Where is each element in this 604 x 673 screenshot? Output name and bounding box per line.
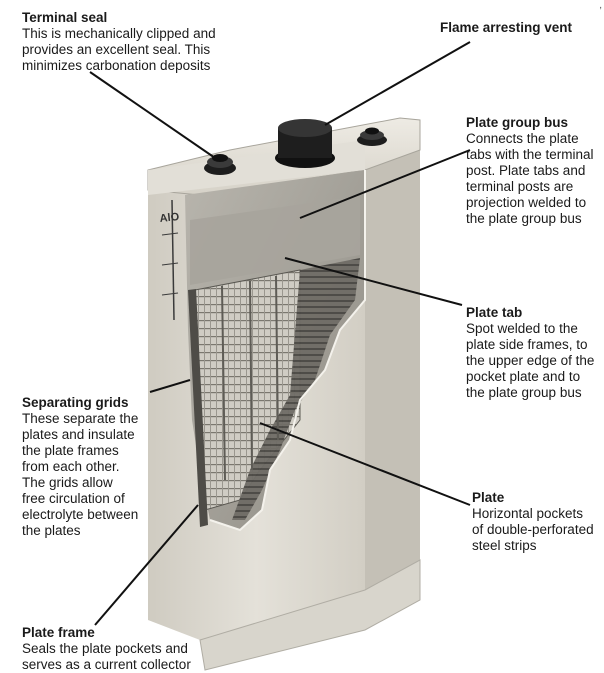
flame-vent-title: Flame arresting vent — [440, 20, 573, 35]
callout-plate-group-bus: Plate group bus Connects the plate tabs … — [466, 115, 604, 227]
plate-frame-desc: Seals the plate pockets and serves as a … — [22, 641, 191, 672]
callout-plate: Plate Horizontal pockets of double-perfo… — [472, 490, 602, 554]
case-side-face — [365, 120, 420, 590]
case-bottom — [199, 559, 421, 671]
leader-plate-tab — [284, 257, 463, 306]
leader-separating-grids — [149, 379, 191, 393]
terminal-seal-title: Terminal seal — [22, 10, 108, 25]
plate-desc: Horizontal pockets of double-perforated … — [472, 506, 594, 553]
leader-flame-vent — [324, 41, 471, 126]
callout-plate-tab: Plate tab Spot welded to the plate side … — [466, 305, 604, 401]
leader-plate-group-bus — [299, 149, 471, 219]
callout-flame-vent: Flame arresting vent — [440, 20, 600, 36]
plate-group-bus-desc: Connects the plate tabs with the termina… — [466, 131, 594, 226]
terminal-post-left — [204, 154, 236, 175]
terminal-seal-desc: This is mechanically clipped and provide… — [22, 26, 216, 73]
leader-plate — [259, 422, 471, 506]
grid-rib — [249, 280, 253, 471]
plate-tab-desc: Spot welded to the plate side frames, to… — [466, 321, 595, 400]
plate-group-bus-region — [190, 196, 360, 285]
leader-lines — [89, 41, 471, 626]
level-scale: AlO — [159, 199, 180, 321]
grid-rib — [221, 285, 226, 481]
leader-terminal-seal — [89, 71, 219, 161]
plate-group-bus-title: Plate group bus — [466, 115, 569, 130]
callout-plate-frame: Plate frame Seals the plate pockets and … — [22, 625, 242, 673]
separating-grids-title: Separating grids — [22, 395, 129, 410]
plate-frame-title: Plate frame — [22, 625, 95, 640]
plate-tab-title: Plate tab — [466, 305, 523, 320]
flame-arresting-vent — [275, 119, 335, 168]
callout-terminal-seal: Terminal seal This is mechanically clipp… — [22, 10, 292, 74]
cut-edge — [209, 170, 366, 532]
leader-plate-frame — [94, 504, 199, 626]
cutaway-interior — [185, 170, 366, 532]
corner-mark: , — [599, 0, 602, 11]
plate-stack — [232, 258, 360, 520]
separating-grids-desc: These separate the plates and insulate t… — [22, 411, 139, 538]
plate-frame-strip — [188, 289, 208, 527]
plate-title: Plate — [472, 490, 505, 505]
grid-rib — [275, 275, 279, 441]
callout-separating-grids: Separating grids These separate the plat… — [22, 395, 152, 539]
terminal-post-right — [357, 127, 387, 146]
cell-label: AlO — [159, 211, 180, 225]
